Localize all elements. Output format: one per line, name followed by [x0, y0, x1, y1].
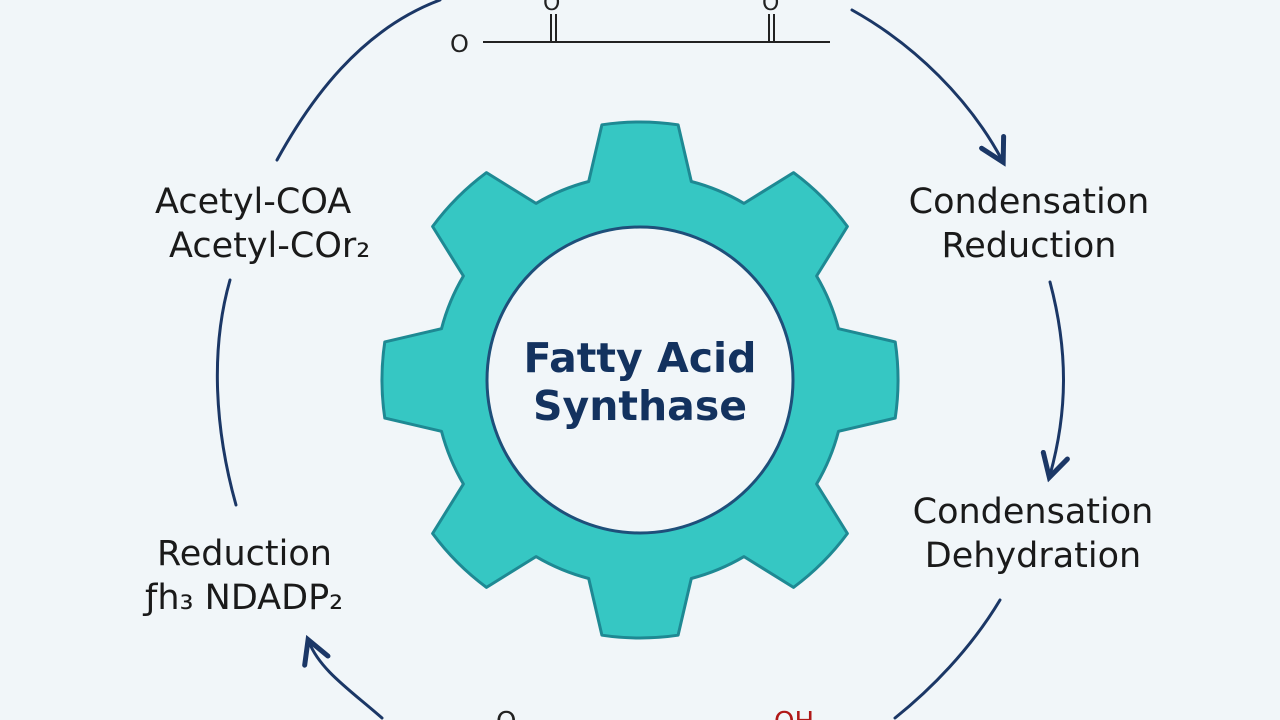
- condensation-dehydration-line1: Condensation: [912, 492, 1154, 532]
- molecule-carbonyl-oxygen-1: O: [543, 0, 560, 16]
- step-label-condensation-dehydration: Condensation Dehydration: [900, 490, 1166, 578]
- acetyl-line2: Acetyl-COr₂: [169, 226, 371, 266]
- condensation-reduction-line1: Condensation: [908, 182, 1150, 222]
- condensation-reduction-line2: Reduction: [941, 226, 1117, 266]
- center-title-line2: Synthase: [532, 382, 748, 430]
- center-title: Fatty Acid Synthase: [500, 334, 780, 430]
- reduction-line1: Reduction: [157, 534, 332, 574]
- cycle-arc-bottom-left: [309, 642, 384, 720]
- cycle-arc-right: [1050, 280, 1064, 475]
- molecule-oxygen-left: O: [450, 30, 469, 58]
- bottom-oxygen: O: [496, 707, 516, 720]
- acetyl-line1: Acetyl-COA: [155, 182, 352, 222]
- cycle-arc-bottom-right: [893, 598, 1002, 720]
- gear-hub: [485, 225, 795, 535]
- center-title-line1: Fatty Acid: [523, 334, 757, 382]
- cycle-arc-left: [215, 278, 238, 507]
- gear-icon: [380, 120, 900, 640]
- condensation-dehydration-line2: Dehydration: [924, 536, 1142, 576]
- cycle-arc-top-left: [275, 0, 442, 162]
- reduction-line2: ƒh₃ NDADP₂: [145, 578, 344, 618]
- cycle-arc-top-right: [850, 8, 1002, 160]
- step-label-reduction: Reduction ƒh₃ NDADP₂: [145, 532, 343, 620]
- step-label-condensation-reduction: Condensation Reduction: [896, 180, 1162, 268]
- step-label-acetyl: Acetyl-COA Acetyl-COr₂: [155, 180, 370, 268]
- bottom-hydroxyl: OH: [774, 707, 814, 720]
- molecule-carbonyl-oxygen-2: O: [762, 0, 779, 16]
